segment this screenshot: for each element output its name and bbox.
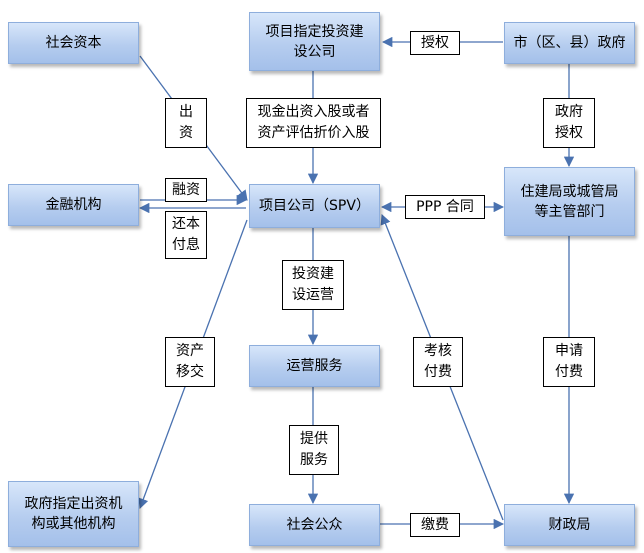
label-fee: 缴费 xyxy=(410,513,460,537)
label-repay: 还本 付息 xyxy=(165,211,207,259)
label-invest: 出 资 xyxy=(165,98,207,148)
node-designated-company: 项目指定投资建 设公司 xyxy=(249,12,380,71)
label-authorize: 授权 xyxy=(410,31,460,55)
node-public: 社会公众 xyxy=(249,504,380,546)
node-designated-investor: 政府指定出资机 构或其他机构 xyxy=(8,481,139,547)
label-cash-or-asset: 现金出资入股或者 资产评估折价入股 xyxy=(246,98,381,148)
label-asset-transfer: 资产 移交 xyxy=(165,337,215,387)
node-project-company-spv: 项目公司（SPV） xyxy=(249,184,380,228)
node-finance-bureau: 财政局 xyxy=(504,504,635,546)
label-ppp-contract: PPP 合同 xyxy=(405,195,485,219)
node-city-government: 市（区、县）政府 xyxy=(504,22,635,64)
node-social-capital: 社会资本 xyxy=(8,22,139,64)
label-assess-pay: 考核 付费 xyxy=(413,337,463,387)
label-financing: 融资 xyxy=(165,178,207,202)
node-housing-bureau: 住建局或城管局 等主管部门 xyxy=(504,167,635,236)
node-financial-institution: 金融机构 xyxy=(8,184,139,226)
label-provide-service: 提供 服务 xyxy=(289,425,339,475)
label-invest-build-operate: 投资建 设运营 xyxy=(282,260,344,310)
node-operation-service: 运营服务 xyxy=(249,345,380,387)
label-apply-pay: 申请 付费 xyxy=(543,337,595,387)
label-gov-authorize: 政府 授权 xyxy=(543,98,595,148)
